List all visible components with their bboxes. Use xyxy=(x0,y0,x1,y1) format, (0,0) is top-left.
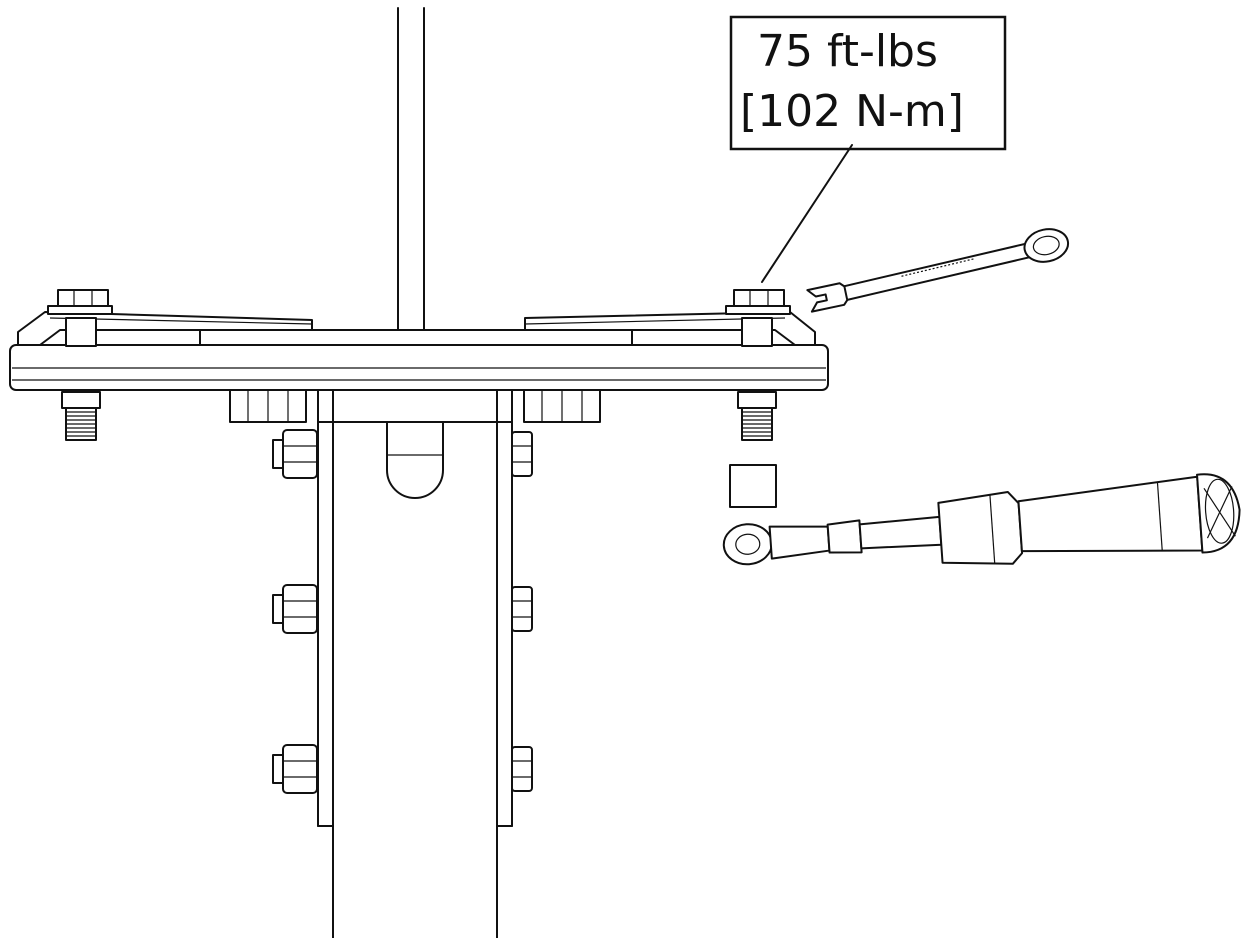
right-side-bolt-2 xyxy=(511,586,533,632)
left-side-nut-1 xyxy=(272,429,318,479)
right-under-nuts xyxy=(523,389,601,423)
right-outer-bolt xyxy=(725,289,791,441)
torque-callout: 75 ft-lbs [102 N-m] xyxy=(729,15,1007,283)
lower-post xyxy=(317,389,513,938)
torque-wrench-icon xyxy=(722,473,1241,566)
left-under-nuts xyxy=(229,389,307,423)
left-side-nut-2 xyxy=(272,584,318,634)
right-side-bolt-1 xyxy=(511,431,533,477)
right-side-bolt-3 xyxy=(511,746,533,792)
u-slot xyxy=(386,421,444,499)
socket-icon xyxy=(729,464,777,508)
left-side-nut-3 xyxy=(272,744,318,794)
callout-leader-line xyxy=(761,144,853,283)
combination-wrench-icon xyxy=(806,228,1070,313)
upper-tube xyxy=(397,7,425,331)
base-plate xyxy=(9,344,829,391)
torque-value-nm: [102 N-m] xyxy=(740,86,964,137)
torque-value-ftlbs: 75 ft-lbs xyxy=(757,26,938,77)
left-outer-bolt xyxy=(47,289,113,441)
